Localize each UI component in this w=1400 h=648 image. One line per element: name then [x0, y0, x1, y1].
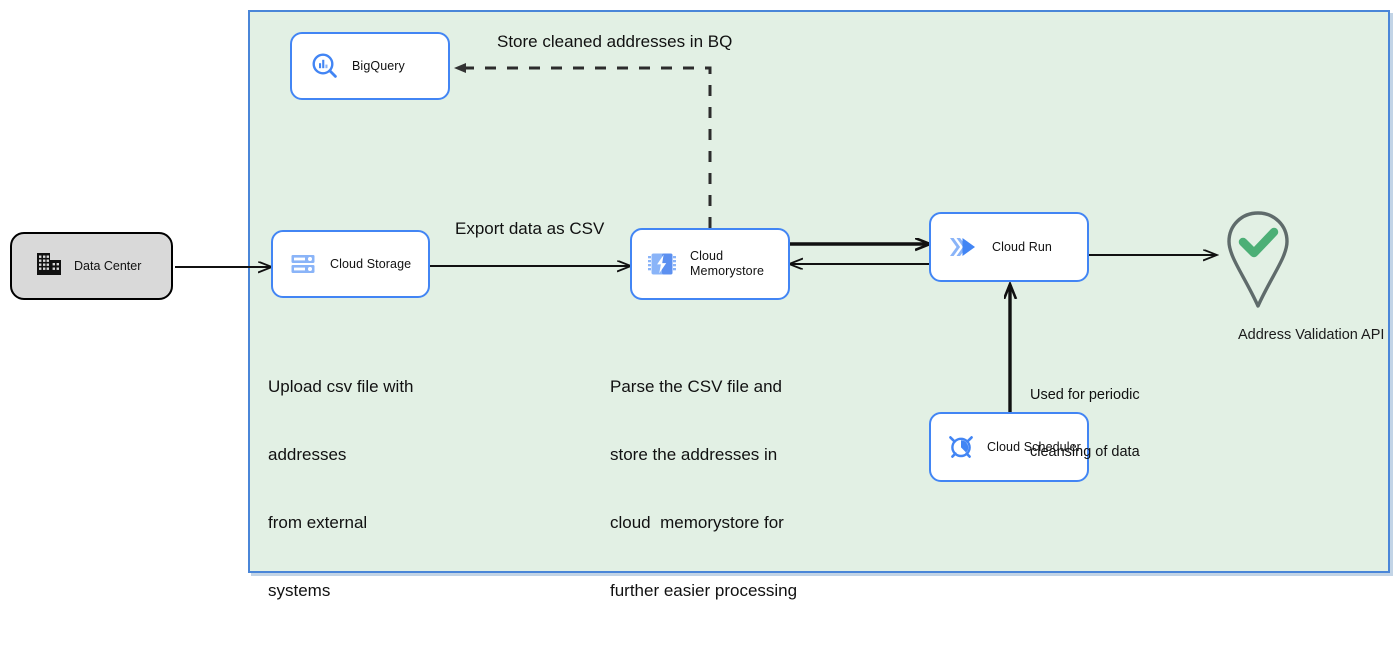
node-cloud-memorystore[interactable]: Cloud Memorystore [630, 228, 790, 300]
node-cloud-storage[interactable]: Cloud Storage [271, 230, 430, 298]
node-label-bigquery: BigQuery [352, 58, 405, 73]
node-label-cloud-scheduler: Cloud Scheduler [987, 439, 1081, 454]
cloud-storage-bucket-icon [289, 250, 317, 278]
cloud-run-chevron-icon [948, 234, 978, 260]
address-validation-api-label: Address Validation API [1238, 327, 1385, 343]
upload-line3: from external [268, 512, 368, 532]
datacenter-building-icon [34, 249, 64, 284]
periodic-line2: cleansing of data [1030, 444, 1140, 461]
edge-label-periodic-cleansing: Used for periodic cleansing of data [1030, 347, 1140, 501]
node-label-cloud-memorystore: Cloud Memorystore [690, 249, 764, 279]
periodic-line1: Used for periodic [1030, 386, 1140, 403]
annotation-parse: Parse the CSV file and store the address… [610, 331, 797, 648]
node-address-validation-api[interactable] [1216, 205, 1300, 315]
upload-line2: addresses [268, 445, 347, 465]
node-bigquery[interactable]: BigQuery [290, 32, 450, 100]
node-label-cloud-run: Cloud Run [992, 239, 1052, 254]
cloud-memorystore-chip-icon [647, 249, 677, 279]
diagram-canvas: Data Center BigQuery Clou [10, 10, 1390, 600]
node-label-data-center: Data Center [74, 259, 142, 273]
node-cloud-run[interactable]: Cloud Run [929, 212, 1089, 282]
upload-line4: systems [268, 580, 331, 600]
node-label-cloud-storage: Cloud Storage [330, 256, 412, 271]
edge-label-export-csv: Export data as CSV [455, 219, 605, 238]
parse-line1: Parse the CSV file and [610, 377, 782, 397]
edge-label-store-in-bq: Store cleaned addresses in BQ [497, 32, 733, 51]
node-data-center[interactable]: Data Center [10, 232, 173, 300]
memorystore-label-line1: Cloud [690, 249, 724, 264]
parse-line4: further easier processing [610, 580, 798, 600]
bigquery-magnifier-icon [310, 51, 340, 81]
parse-line3: cloud memorystore for [610, 512, 784, 532]
parse-line2: store the addresses in [610, 445, 778, 465]
upload-line1: Upload csv file with [268, 377, 414, 397]
cloud-boundary-container [248, 10, 1390, 573]
node-cloud-scheduler[interactable]: Cloud Scheduler [929, 412, 1089, 482]
memorystore-label-line2: Memorystore [690, 264, 765, 278]
cloud-scheduler-alarm-clock-icon [946, 432, 976, 462]
map-pin-check-icon [1227, 211, 1289, 308]
annotation-upload: Upload csv file with addresses from exte… [268, 331, 414, 648]
